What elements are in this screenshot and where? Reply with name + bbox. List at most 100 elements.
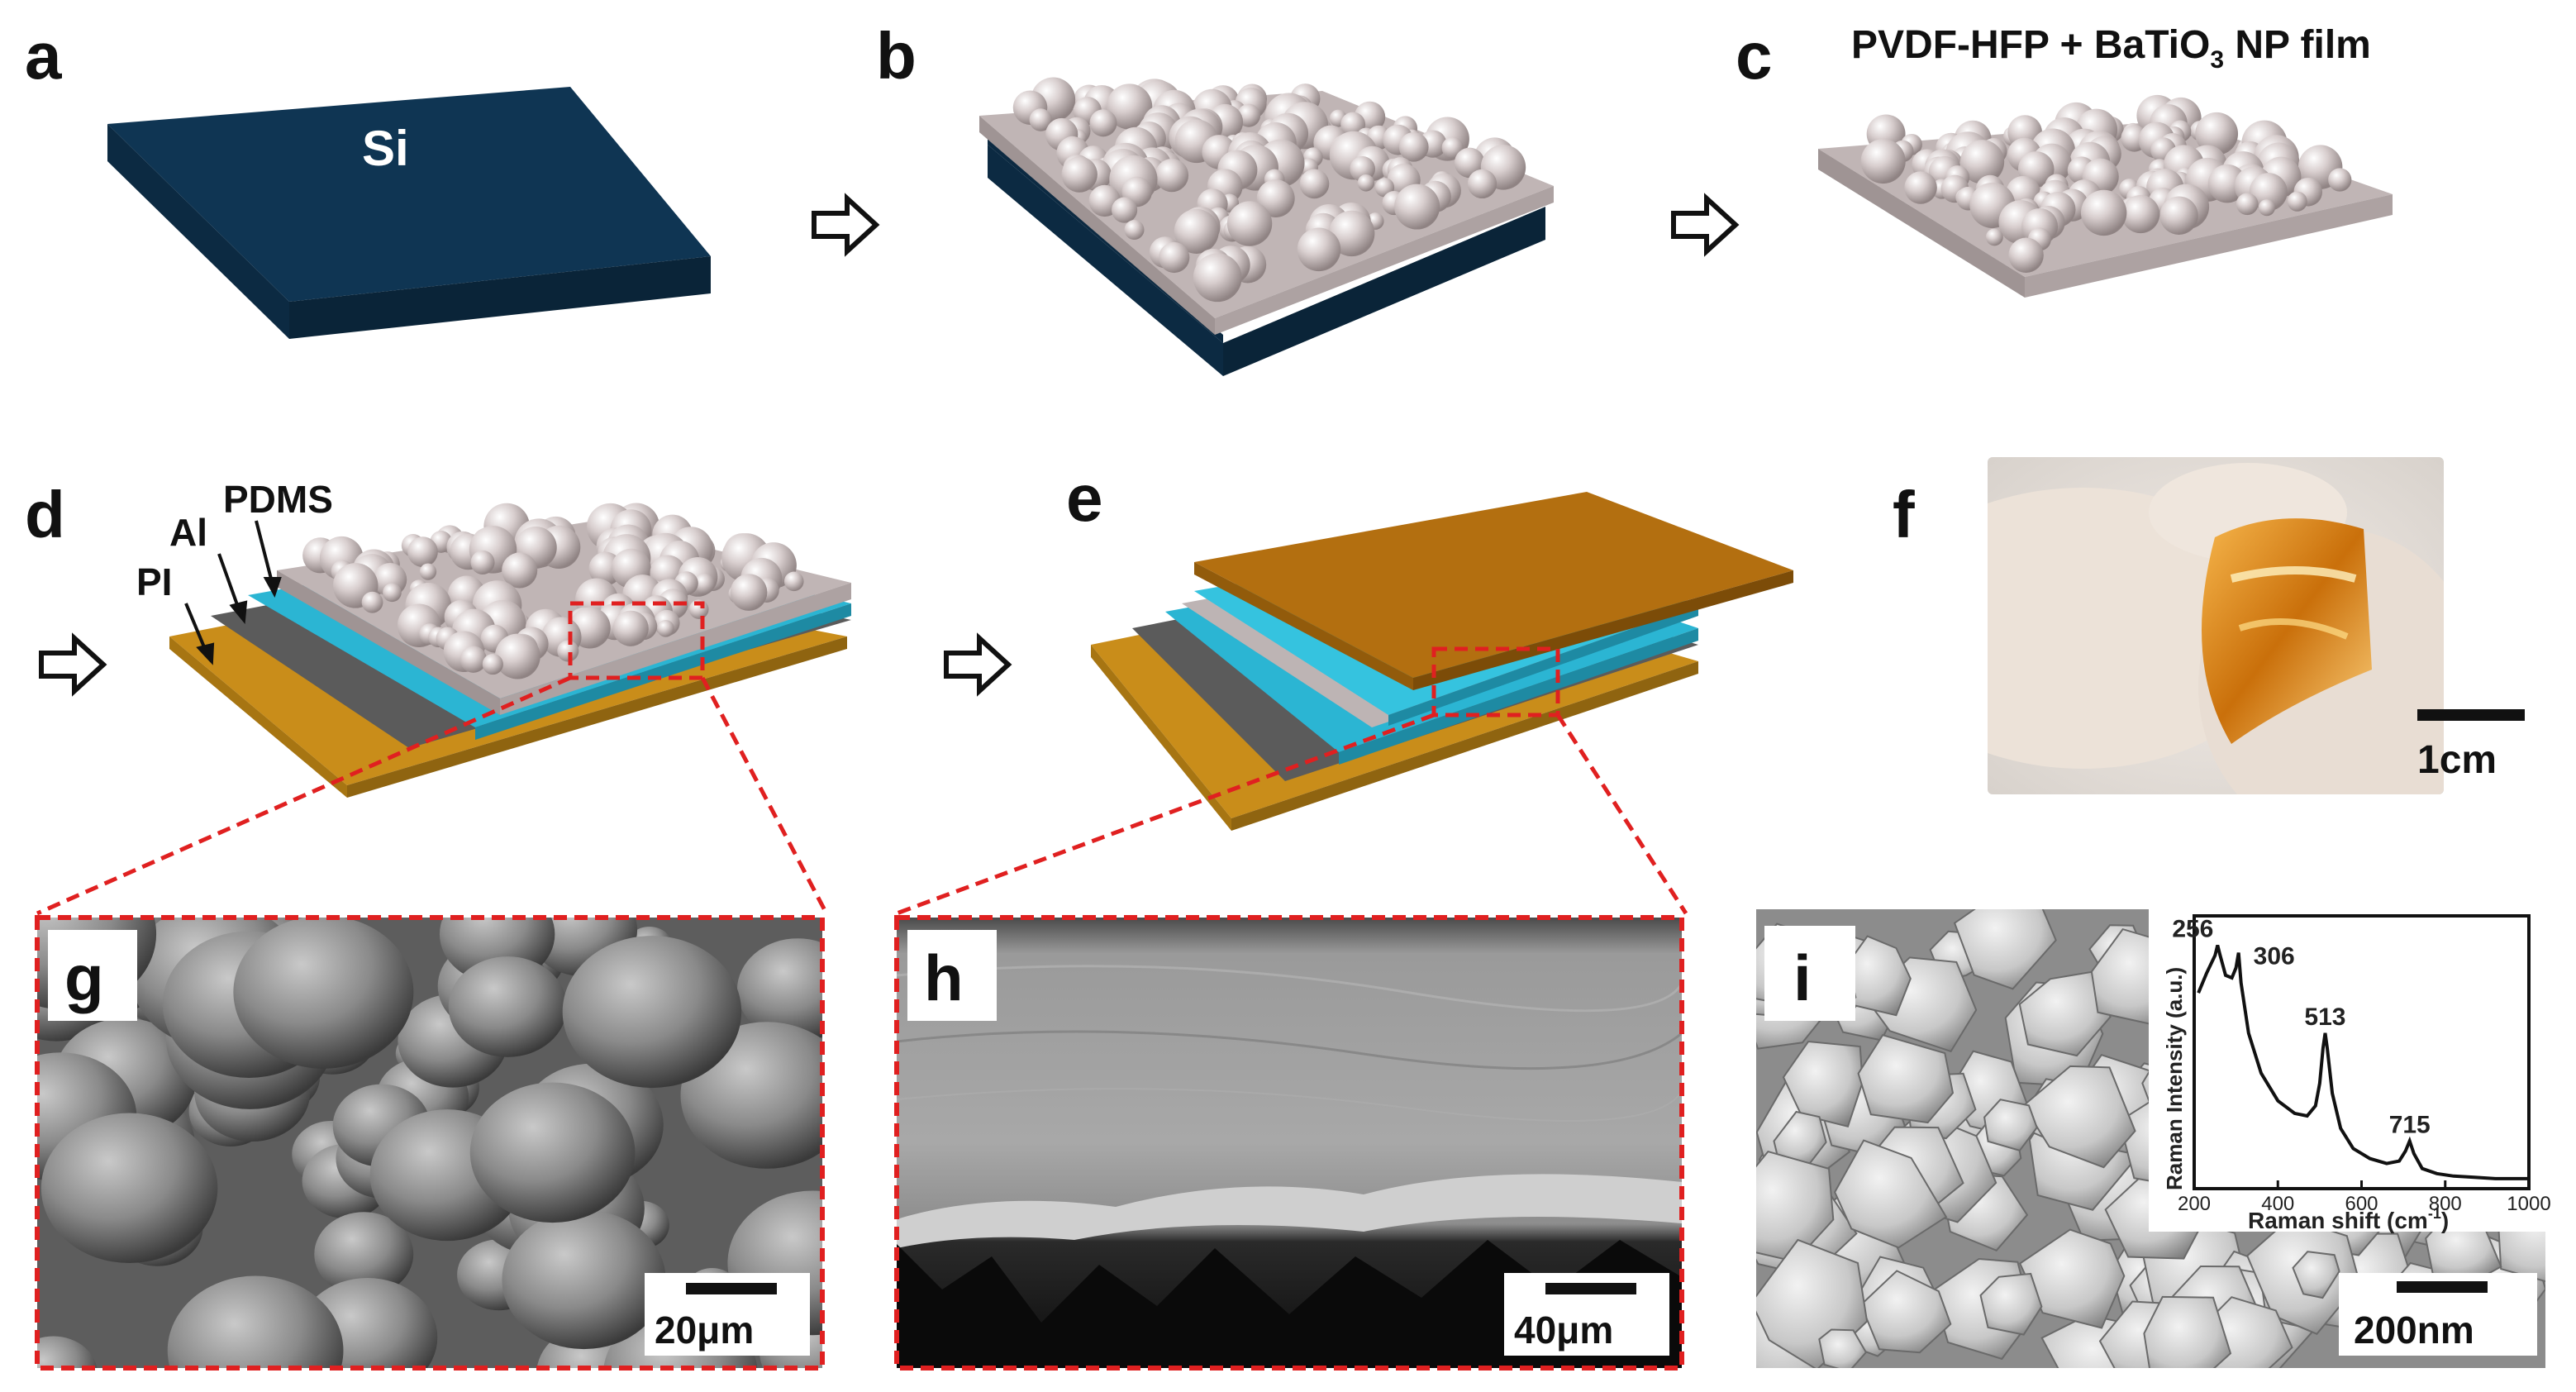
nanoparticle-sphere: [1328, 210, 1375, 257]
scale-label-f: 1cm: [2417, 738, 2497, 782]
scale-bar-g: [686, 1283, 777, 1294]
raman-tick-label: 1000: [2507, 1193, 2550, 1215]
scale-label-i: 200nm: [2354, 1309, 2474, 1351]
arrow-b-c: [1671, 193, 1740, 257]
raman-peak-label: 715: [2389, 1111, 2431, 1138]
sem-grain: [1953, 909, 2057, 990]
raman-spectrum-line: [2197, 945, 2529, 1180]
panel-label-b: b: [876, 19, 917, 93]
nanoparticle-sphere: [1124, 220, 1145, 241]
nanoparticle-sphere: [730, 574, 768, 611]
panel-c-title: PVDF-HFP + BaTiO3 NP film: [1851, 23, 2371, 74]
arrow-a-b: [812, 193, 880, 257]
scale-bar-i: [2397, 1281, 2488, 1293]
zoom-box-e: [1431, 646, 1560, 717]
sem-particle: [40, 1113, 218, 1264]
sem-grain: [1857, 1034, 1955, 1124]
nanoparticle-sphere: [482, 653, 503, 675]
si-label: Si: [362, 121, 409, 176]
layer-label-pdms: PDMS: [223, 478, 333, 521]
sem-particle: [469, 1082, 636, 1223]
sem-grain: [2018, 1228, 2126, 1329]
nanoparticle-spheres-d: [302, 503, 804, 679]
raman-tick-label: 600: [2345, 1193, 2378, 1215]
sem-particle: [167, 1275, 344, 1368]
nanoparticle-sphere: [1174, 208, 1219, 254]
panel-label-d: d: [25, 478, 65, 551]
nanoparticle-sphere: [1985, 228, 2003, 246]
nanoparticle-sphere: [1159, 241, 1190, 274]
zoom-box-d: [568, 601, 705, 680]
nanoparticle-sphere: [2236, 193, 2259, 216]
scale-label-g: 20μm: [655, 1309, 754, 1351]
raman-tick-label: 200: [2178, 1193, 2211, 1215]
raman-peak-label: 256: [2172, 916, 2213, 943]
layer-pointer-arrows: [184, 520, 282, 665]
panel-c: c PVDF-HFP + BaTiO3 NP film: [1736, 19, 2393, 298]
panel-label-h: h: [924, 942, 964, 1014]
sem-grain: [1782, 1040, 1864, 1127]
nanoparticle-sphere: [361, 591, 383, 613]
nanoparticle-sphere: [1226, 201, 1273, 246]
sem-particle: [736, 938, 822, 1042]
nanoparticle-sphere: [383, 583, 402, 603]
arrow-c-d: [39, 632, 107, 697]
nanoparticle-sphere: [1193, 253, 1242, 303]
si-block-top: [107, 87, 711, 302]
nanoparticle-sphere: [1256, 179, 1295, 217]
nanoparticle-sphere: [1155, 159, 1189, 193]
nanoparticle-sphere: [1398, 131, 1429, 162]
nanoparticle-sphere: [657, 619, 674, 637]
si-block-front: [289, 256, 711, 339]
panel-a: a Si: [25, 19, 711, 339]
panel-label-a: a: [25, 19, 62, 93]
nanoparticle-sphere: [2121, 194, 2160, 234]
nanoparticle-sphere: [470, 550, 495, 574]
panel-label-g: g: [64, 942, 104, 1014]
nanoparticle-sphere: [419, 563, 437, 580]
nanoparticle-sphere: [1467, 169, 1498, 199]
nanoparticle-sphere: [1959, 140, 2005, 184]
si-block-left: [107, 124, 289, 339]
nanoparticle-sphere: [459, 646, 487, 673]
sem-particle: [314, 1212, 414, 1297]
scale-label-h: 40μm: [1514, 1309, 1613, 1351]
nanoparticle-sphere: [2249, 173, 2288, 212]
sem-particle: [37, 1336, 98, 1368]
layer-label-pi: PI: [136, 560, 172, 603]
nanoparticle-spheres-b: [1012, 77, 1526, 303]
panel-label-f: f: [1893, 478, 1915, 551]
raman-x-label: Raman shift (cm-1): [2248, 1205, 2449, 1233]
nanoparticle-sphere: [693, 573, 715, 594]
panel-e: e: [944, 461, 1793, 831]
raman-tick-label: 400: [2261, 1193, 2294, 1215]
raman-tick-label: 800: [2429, 1193, 2462, 1215]
scale-bar-f: [2417, 709, 2525, 721]
sem-particle: [233, 918, 414, 1069]
zoom-guide-lines: [36, 675, 1688, 916]
sem-grain: [2143, 1295, 2232, 1368]
nanoparticle-sphere: [2328, 168, 2352, 192]
sem-grain: [1979, 1272, 2043, 1336]
panel-b: b: [876, 19, 1554, 376]
arrow-d-e: [944, 632, 1012, 697]
nanoparticle-spheres-c: [1860, 94, 2352, 273]
nanoparticle-sphere: [557, 640, 579, 662]
panel-g: g 20μm: [35, 915, 825, 1371]
nanoparticle-sphere: [2258, 199, 2275, 217]
sem-image-g: [37, 918, 822, 1368]
sem-grain: [1983, 1099, 2038, 1151]
sem-grain: [2292, 1251, 2340, 1299]
nanoparticle-sphere: [1860, 139, 1906, 184]
top-electrode-e: [1194, 492, 1793, 678]
layer-label-al: Al: [169, 511, 207, 554]
nanoparticle-sphere: [2159, 196, 2198, 235]
nanoparticle-sphere: [2195, 112, 2239, 155]
sem-grain: [1818, 1328, 1868, 1368]
nanoparticle-sphere: [1061, 156, 1098, 193]
nanoparticle-sphere: [1394, 184, 1440, 230]
nanoparticle-sphere: [407, 536, 438, 568]
